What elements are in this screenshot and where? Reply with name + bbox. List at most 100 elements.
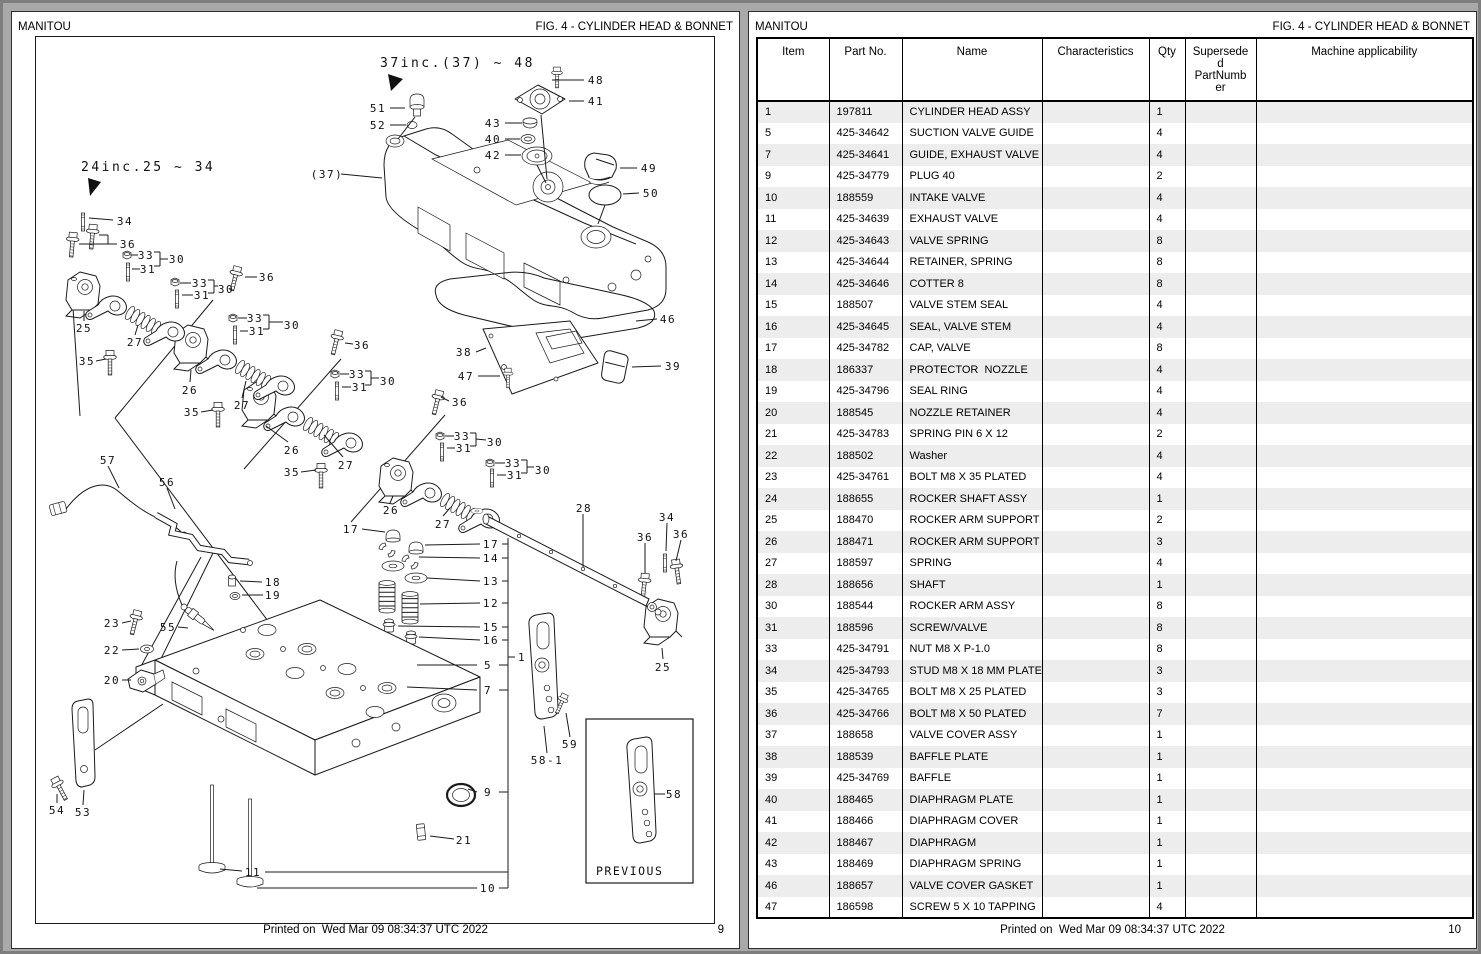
table-cell: [1041, 789, 1149, 811]
part-label: 36: [259, 271, 275, 284]
table-cell: [1255, 230, 1473, 252]
table-cell: [1255, 402, 1473, 424]
table-cell: [1255, 165, 1473, 187]
table-cell: 41: [765, 815, 778, 828]
table-cell: 1: [1148, 724, 1185, 746]
brand-text: MANITOU: [755, 21, 808, 33]
leader-line: [397, 625, 481, 628]
table-cell: SPRING PIN 6 X 12: [901, 423, 1042, 445]
table-cell: 35: [765, 686, 778, 699]
part-label: 43: [485, 117, 501, 130]
leader-line: [323, 434, 344, 458]
table-cell: STUD M8 X 18 MM PLATED: [901, 660, 1042, 682]
table-cell: SPRING: [901, 552, 1042, 574]
leader-line: [419, 602, 481, 605]
leader-line: [397, 116, 416, 140]
leader-line: [631, 365, 662, 368]
hanger-bolt-drawing: [48, 774, 72, 803]
table-cell: [1041, 294, 1149, 316]
leader-line: [665, 522, 668, 552]
leader-line: [82, 789, 85, 806]
leader-line: [300, 469, 317, 473]
table-cell: 28: [765, 578, 778, 591]
part-label: 23: [104, 617, 120, 630]
table-cell: 15: [765, 299, 778, 312]
table-cell: [1184, 896, 1256, 918]
leader-line: [440, 396, 450, 402]
table-cell: 3: [1148, 681, 1185, 703]
diagram-artwork: PREVIOUS: [48, 66, 694, 888]
table-cell: SCREW 5 X 10 TAPPING: [901, 896, 1042, 918]
table-cell: 4: [1148, 122, 1185, 144]
part-label: 36: [452, 396, 468, 409]
table-cell: 4: [1148, 466, 1185, 488]
arrow-icon: [388, 74, 403, 91]
leader-line: [635, 318, 658, 322]
table-cell: [1184, 273, 1256, 295]
table-cell: 4: [1148, 144, 1185, 166]
table-cell: [1184, 660, 1256, 682]
table-cell: [1255, 531, 1473, 553]
table-cell: BAFFLE PLATE: [901, 746, 1042, 768]
table-cell: [1041, 144, 1149, 166]
table-cell: 11: [765, 213, 777, 226]
table-cell: [1184, 488, 1256, 510]
table-cell: 22: [765, 449, 778, 462]
table-cell: [1041, 316, 1149, 338]
table-cell: SHAFT: [901, 574, 1042, 596]
part-label: 33: [505, 457, 521, 470]
table-cell: [1255, 187, 1473, 209]
table-cell: 1: [1148, 746, 1185, 768]
leader-line: [134, 324, 139, 336]
table-cell: 1: [765, 106, 772, 119]
leader-line: [189, 369, 192, 383]
part-label: 36: [673, 528, 689, 541]
nozzle-retainer-parts: [125, 608, 166, 693]
part-label: 33: [138, 249, 154, 262]
table-cell: 1: [1148, 832, 1185, 854]
part-label: 30: [487, 436, 503, 449]
leader-line: [121, 648, 140, 651]
table-cell: 188466: [828, 810, 902, 832]
table-cell: 17: [765, 342, 778, 355]
table-cell: [1184, 853, 1256, 875]
table-cell: [1041, 875, 1149, 897]
table-cell: 188469: [828, 853, 902, 875]
leader-line: [344, 342, 354, 345]
table-cell: 39: [765, 772, 778, 785]
table-cell: SEAL RING: [901, 380, 1042, 402]
table-cell: [1184, 767, 1256, 789]
table-cell: BOLT M8 X 50 PLATED: [901, 703, 1042, 725]
table-cell: 4: [1148, 359, 1185, 381]
table-cell: [1184, 316, 1256, 338]
table-cell: [1041, 165, 1149, 187]
table-cell: 425-34766: [828, 703, 902, 725]
table-cell: COTTER 8: [901, 273, 1042, 295]
table-cell: 3: [1148, 531, 1185, 553]
table-cell: VALVE COVER GASKET: [901, 875, 1042, 897]
table-cell: 46: [765, 879, 778, 892]
table-cell: [1255, 380, 1473, 402]
table-cell: 7: [1148, 703, 1185, 725]
table-cell: [1041, 380, 1149, 402]
hanger-53-drawing: [71, 698, 96, 788]
table-cell: ROCKER ARM SUPPORT: [901, 509, 1042, 531]
table-cell: 425-34642: [828, 122, 902, 144]
page-9: MANITOU FIG. 4 - CYLINDER HEAD & BONNET: [11, 11, 740, 949]
leader-line: [72, 307, 81, 417]
table-cell: 425-34779: [828, 165, 902, 187]
table-cell: 31: [765, 621, 778, 634]
part-label: 30: [535, 464, 551, 477]
table-cell: 188502: [828, 445, 902, 467]
page-footer: Printed on Wed Mar 09 08:34:37 UTC 2022 …: [749, 924, 1476, 940]
part-label: 26: [383, 504, 399, 517]
table-cell: 21: [765, 428, 778, 441]
